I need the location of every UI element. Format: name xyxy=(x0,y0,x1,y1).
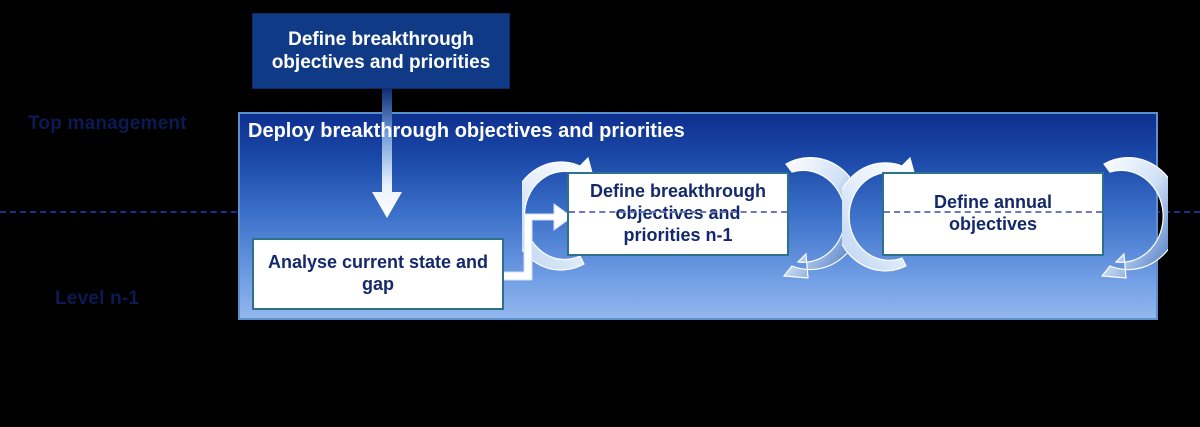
level-label-top-management: Top management xyxy=(28,113,187,134)
box-define-breakthrough-objectives-n-1[interactable]: Define breakthrough objectives and prior… xyxy=(567,172,789,256)
elbow-connector-icon xyxy=(499,203,573,292)
box-define-annual-objectives[interactable]: Define annual objectives xyxy=(882,172,1104,256)
box-analyse-current-state[interactable]: Analyse current state and gap xyxy=(252,238,504,310)
down-arrow-icon xyxy=(372,88,402,218)
circular-arrow-up-right-icon xyxy=(842,156,917,272)
panel-title: Deploy breakthrough objectives and prior… xyxy=(248,120,685,142)
circular-arrow-down-left-icon xyxy=(1100,157,1168,279)
box-define-breakthrough-objectives[interactable]: Define breakthrough objectives and prior… xyxy=(252,13,510,89)
circular-arrow-down-left-icon xyxy=(782,157,850,279)
level-label-level-n-1: Level n-1 xyxy=(55,288,140,309)
